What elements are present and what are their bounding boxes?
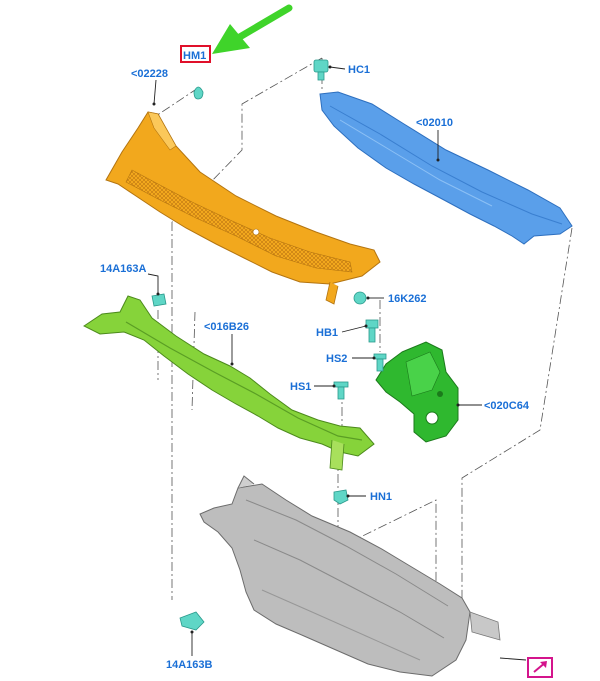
callout-14a163a: 14A163A [100,263,147,275]
green-arrow-icon [212,4,293,54]
dash-panel [199,475,501,677]
fastener-hc1 [313,59,329,81]
callout-02010: <02010 [416,117,453,129]
fastener-14a163b [179,611,205,631]
callout-16k262: 16K262 [388,293,427,305]
fastener-16k262 [353,291,367,305]
side-bracket-part [375,341,459,443]
fastener-hn1 [333,489,349,505]
callout-016b26: <016B26 [204,321,249,333]
callout-hc1: HC1 [348,64,370,76]
callout-020c64: <020C64 [484,400,530,412]
fastener-14a163a [151,293,167,307]
callout-hs1: HS1 [290,381,311,393]
external-link-icon[interactable] [499,657,553,678]
fastener-hb1 [365,319,379,343]
highlight-box [180,45,211,63]
callout-hb1: HB1 [316,327,338,339]
callout-hs2: HS2 [326,353,347,365]
support-bracket-part [83,295,375,471]
callout-hm1: HM1 [183,50,206,62]
leader-lines [147,65,482,656]
fastener-hm1 [193,86,204,100]
cowl-cover-part [319,91,573,245]
callout-hn1: HN1 [370,491,392,503]
callout-14a163b: 14A163B [166,659,213,671]
fastener-hs1 [333,381,349,400]
callout-02228: <02228 [131,68,168,80]
cowl-top-panel-part [105,111,381,305]
